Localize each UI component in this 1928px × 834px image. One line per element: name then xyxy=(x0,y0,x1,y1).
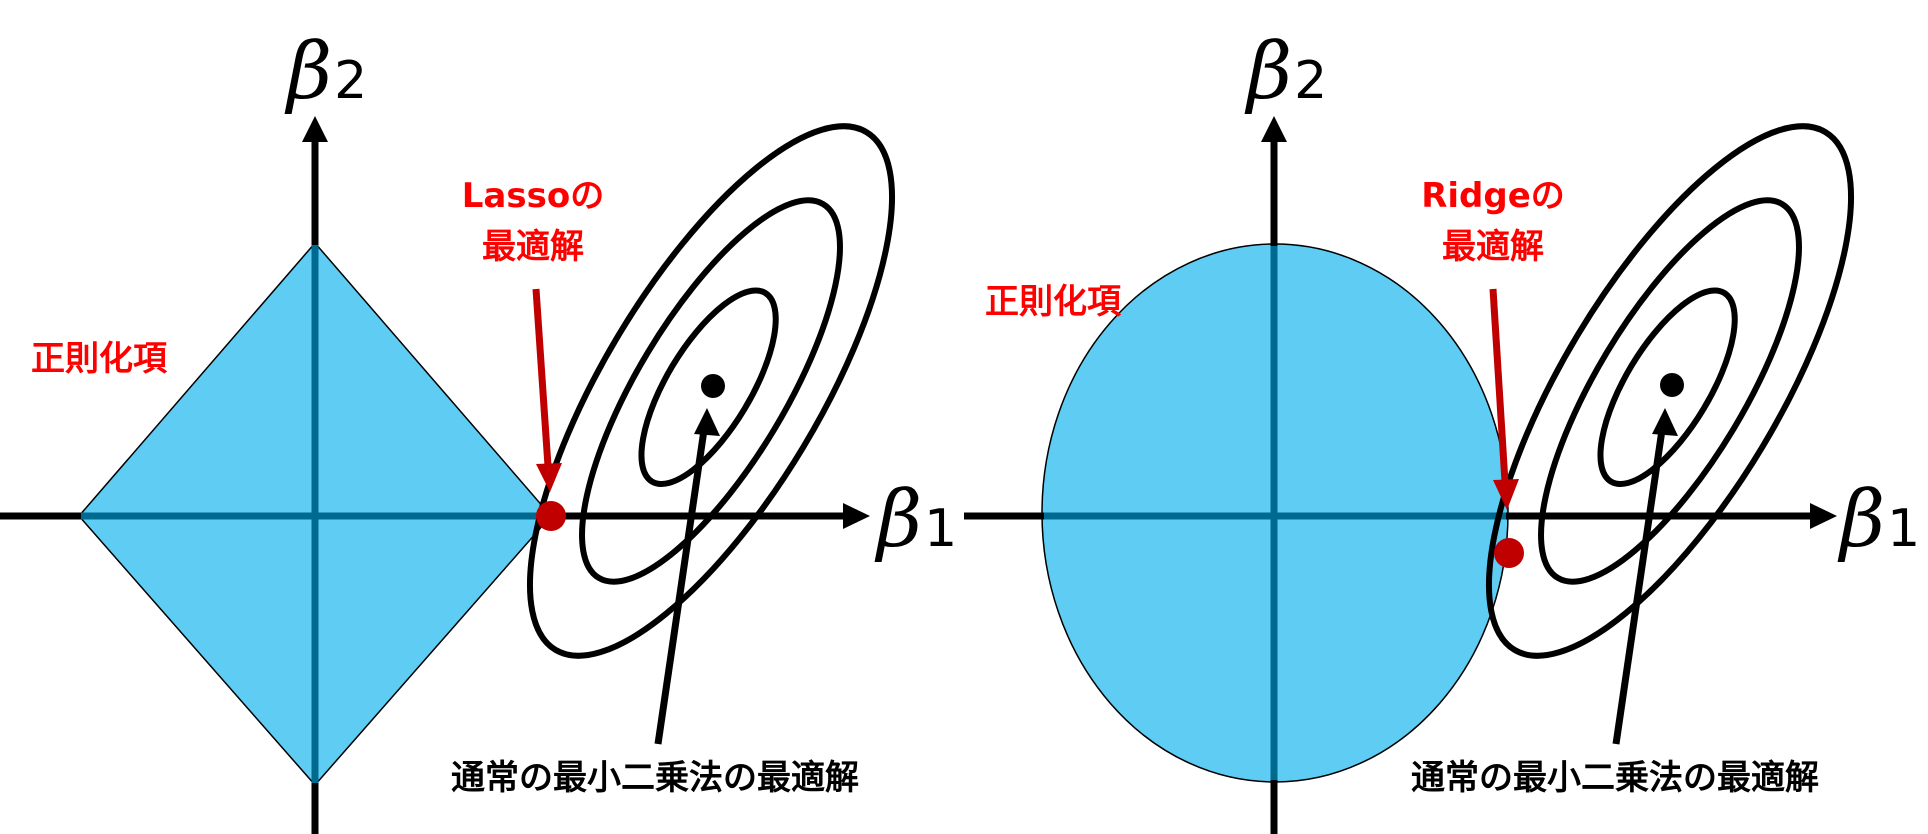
ols-optimum-label: 通常の最小二乗法の最適解 xyxy=(451,758,859,798)
lasso-arrowhead-icon xyxy=(536,463,562,492)
beta2-arrowhead-icon xyxy=(1261,116,1287,142)
contour-inner xyxy=(1597,287,1738,487)
beta1-label: β1 xyxy=(874,475,957,565)
ols-arrowhead-icon xyxy=(1652,408,1678,436)
contour-outer xyxy=(1485,123,1855,659)
ridge-panel: β2 β1 正則化項 Ridgeの 最適解 通常の最小二乗法の最適解 xyxy=(964,27,1920,834)
ols-optimum-label: 通常の最小二乗法の最適解 xyxy=(1411,758,1819,798)
ridge-pointer-arrow xyxy=(1489,288,1509,483)
regularization-label: 正則化項 xyxy=(31,339,168,379)
ridge-solution-dot xyxy=(1494,538,1524,568)
contour-inner xyxy=(638,287,779,487)
ols-solution-dot xyxy=(1660,373,1684,397)
ols-arrowhead-icon xyxy=(694,408,720,436)
ridge-arrowhead-icon xyxy=(1493,479,1519,510)
ols-solution-dot xyxy=(701,374,725,398)
lasso-pointer-arrow xyxy=(532,288,552,467)
loss-contours xyxy=(526,123,896,659)
ridge-optimum-label-line1: Ridgeの xyxy=(1421,176,1565,216)
ridge-optimum-label-line2: 最適解 xyxy=(1442,227,1544,267)
beta1-arrowhead-icon xyxy=(1810,503,1837,529)
regularization-label: 正則化項 xyxy=(985,282,1122,322)
lasso-optimum-label-line1: Lassoの xyxy=(462,176,604,216)
beta1-label: β1 xyxy=(1837,475,1920,565)
contour-outer xyxy=(526,123,896,659)
lasso-optimum-label-line2: 最適解 xyxy=(482,227,584,267)
lasso-solution-dot xyxy=(536,501,566,531)
beta1-arrowhead-icon xyxy=(843,503,870,529)
beta2-label: β2 xyxy=(1244,27,1327,117)
loss-contours xyxy=(1485,123,1855,659)
contour-middle xyxy=(579,197,843,585)
ols-pointer-arrow xyxy=(654,429,708,745)
beta2-label: β2 xyxy=(284,27,367,117)
lasso-panel: β2 β1 正則化項 Lassoの 最適解 通常の最小二乗法の最適解 xyxy=(0,27,957,834)
ols-pointer-arrow xyxy=(1612,429,1666,745)
contour-middle xyxy=(1538,197,1802,585)
beta2-arrowhead-icon xyxy=(302,116,328,142)
